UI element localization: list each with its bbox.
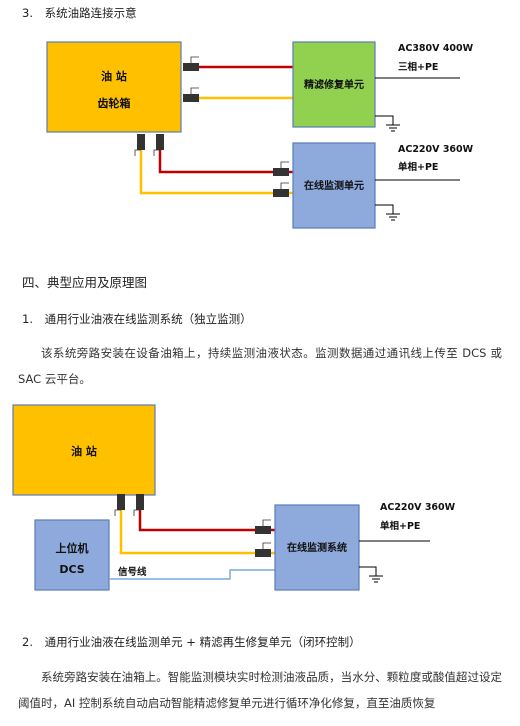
valve-icon (183, 63, 199, 71)
app-1-title: 通用行业油液在线监测系统（独立监测） (44, 312, 252, 326)
valve-icon (183, 94, 199, 102)
diagram1-gearbox-label: 齿轮箱 (98, 96, 131, 110)
diagram2-signal-line (110, 569, 275, 580)
diagram2-dcs-label: DCS (59, 563, 84, 576)
diagram1-valve-handles (134, 56, 289, 189)
diagram1-monitor-unit-box (292, 142, 376, 229)
diagram1-power-filter-phase: 三相+PE (398, 61, 438, 73)
diagram1-oil-station-label: 油 站 (101, 69, 127, 83)
app-1-heading: 1. 通用行业油液在线监测系统（独立监测） (22, 311, 252, 327)
diagram2-valve-handles (114, 509, 271, 549)
diagram2-monitor-system-label: 在线监测系统 (287, 541, 347, 554)
diagram2-host-label: 上位机 (56, 541, 89, 555)
diagram1-yellow-pipe-monitor (139, 135, 293, 195)
section-3-title: 系统油路连接示意 (44, 6, 137, 20)
diagram2-red-pipe (138, 495, 275, 532)
valve-icon (156, 134, 164, 150)
diagram2-yellow-pipe (119, 495, 275, 555)
diagram1-filter-unit-box (292, 41, 376, 128)
diagram2-oil-station-label: 油 站 (71, 444, 97, 458)
diagram1-valve-icons (137, 63, 289, 197)
ground-icon (375, 204, 400, 221)
diagram1-power-monitor-spec: AC220V 360W (398, 144, 474, 155)
valve-icon (117, 494, 125, 510)
valve-icon (273, 189, 289, 197)
valve-icon (137, 134, 145, 150)
diagram2-oil-station-box (12, 404, 156, 496)
app-2-number: 2. (22, 635, 33, 649)
diagram2-power-phase: 单相+PE (380, 520, 420, 532)
monitoring-system-diagram: 油 站 上位机 DCS 信号线 在线监测系统 AC220V 360W 单相+PE (12, 404, 456, 591)
ground-icon (359, 566, 383, 583)
valve-icon (255, 549, 271, 557)
valve-icon (255, 526, 271, 534)
app-1-number: 1. (22, 312, 33, 326)
diagram2-valve-icons (117, 494, 271, 557)
diagram2-host-dcs-box (34, 519, 110, 591)
app-2-title: 通用行业油液在线监测单元 + 精滤再生修复单元（闭环控制） (44, 635, 361, 649)
oil-circuit-diagram: 油 站 齿轮箱 精滤修复单元 在线监测单元 AC380V 400W 三相+PE … (46, 41, 474, 229)
diagram1-monitor-unit-label: 在线监测单元 (304, 179, 364, 192)
diagram1-filter-unit-label: 精滤修复单元 (304, 78, 364, 91)
app-2-heading: 2. 通用行业油液在线监测单元 + 精滤再生修复单元（闭环控制） (22, 634, 361, 650)
app-1-paragraph: 该系统旁路安装在设备油箱上，持续监测油液状态。监测数据通过通讯线上传至 DCS … (18, 346, 502, 386)
section-3-heading: 3. 系统油路连接示意 (22, 5, 137, 21)
valve-icon (136, 494, 144, 510)
section-3-number: 3. (22, 6, 33, 20)
app-2-paragraph: 系统旁路安装在油箱上。智能监测模块实时检测油液品质，当水分、颗粒度或酸值超过设定… (18, 670, 502, 710)
diagram2-monitor-system-box (274, 504, 360, 591)
diagram1-power-monitor-phase: 单相+PE (398, 161, 438, 173)
ground-icon (375, 115, 400, 132)
section-4-heading: 四、典型应用及原理图 (22, 275, 148, 290)
diagram1-red-pipe-monitor (158, 135, 293, 174)
diagram1-power-filter-spec: AC380V 400W (398, 43, 474, 54)
diagram2-power-spec: AC220V 360W (380, 502, 456, 513)
diagram2-signal-line-label: 信号线 (118, 566, 147, 578)
diagram1-oil-station-box (46, 41, 182, 133)
valve-icon (273, 168, 289, 176)
